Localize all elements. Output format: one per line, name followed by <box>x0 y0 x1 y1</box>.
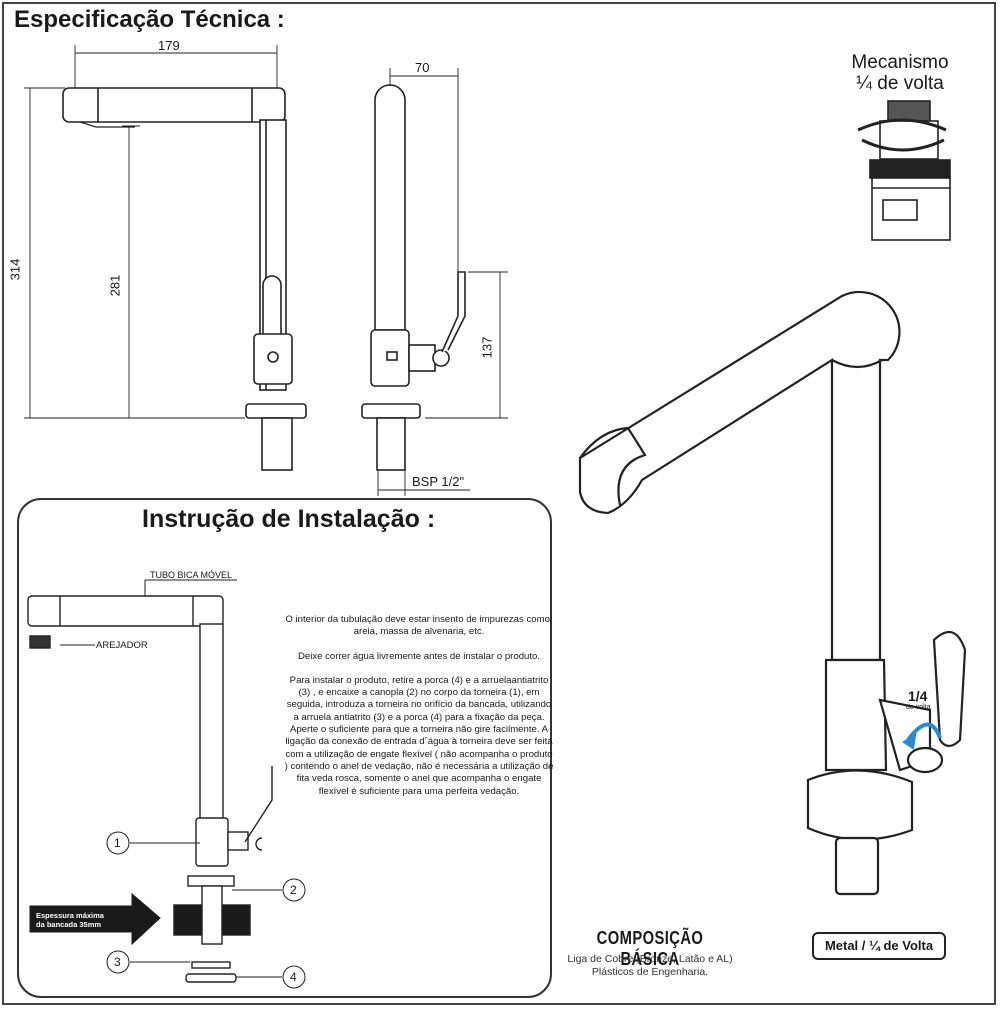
quarter-turn-value: 1/4 <box>908 688 928 704</box>
front-view-faucet <box>62 87 307 471</box>
thickness-line-2: da bancada 35mm <box>36 920 102 929</box>
installation-callouts <box>29 579 306 989</box>
spec-title: Especificação Técnica : <box>14 6 285 33</box>
dim-height-137: 137 <box>479 336 495 359</box>
instructions-paragraph-2: Deixe correr água livremente antes de in… <box>297 650 541 662</box>
callout-4: 4 <box>290 970 297 984</box>
thickness-label: Espessura máxima da bancada 35mm <box>36 911 104 929</box>
composition-line-2: Plásticos de Engenharia. <box>591 966 709 978</box>
installation-title: Instrução de Instalação : <box>142 505 436 533</box>
perspective-faucet <box>578 290 967 896</box>
callout-3: 3 <box>114 955 121 969</box>
thickness-line-1: Espessura máxima <box>36 911 104 920</box>
dim-offset-70: 70 <box>415 60 430 75</box>
installation-panel <box>17 498 552 998</box>
installation-faucet <box>27 595 273 983</box>
label-aerator: AREJADOR <box>96 640 148 651</box>
label-tube: TUBO BICA MÓVEL <box>150 570 233 580</box>
dim-height-314: 314 <box>7 258 23 281</box>
composition-title: COMPOSIÇÃO BÁSICA <box>596 928 704 969</box>
thread-label: BSP 1/2" <box>412 474 465 489</box>
mechanism-line-1: Mecanismo <box>851 52 949 73</box>
front-dimensions <box>24 45 278 419</box>
installation-instructions: O interior da tubulação deve estar insen… <box>283 614 555 810</box>
product-badge: Metal / ¼ de Volta <box>812 932 946 960</box>
composition-line-1: Liga de Cobre (Bronze, Latão e AL) <box>567 953 733 965</box>
instructions-paragraph-3: Para instalar o produto, retire a porca … <box>284 674 554 797</box>
quarter-turn-cartridge <box>857 100 951 241</box>
instructions-paragraph-1: O interior da tubulação deve estar insen… <box>285 614 553 638</box>
mechanism-line-2: ¼ de volta <box>856 73 944 94</box>
callout-1: 1 <box>114 836 121 850</box>
side-view-faucet <box>361 84 466 471</box>
side-dimensions <box>377 68 508 496</box>
dim-width-179: 179 <box>158 38 180 53</box>
mechanism-title: Mecanismo ¼ de volta <box>830 52 970 94</box>
dim-height-281: 281 <box>107 274 123 297</box>
callout-2: 2 <box>290 883 297 897</box>
quarter-turn-caption: de volta <box>906 704 931 711</box>
